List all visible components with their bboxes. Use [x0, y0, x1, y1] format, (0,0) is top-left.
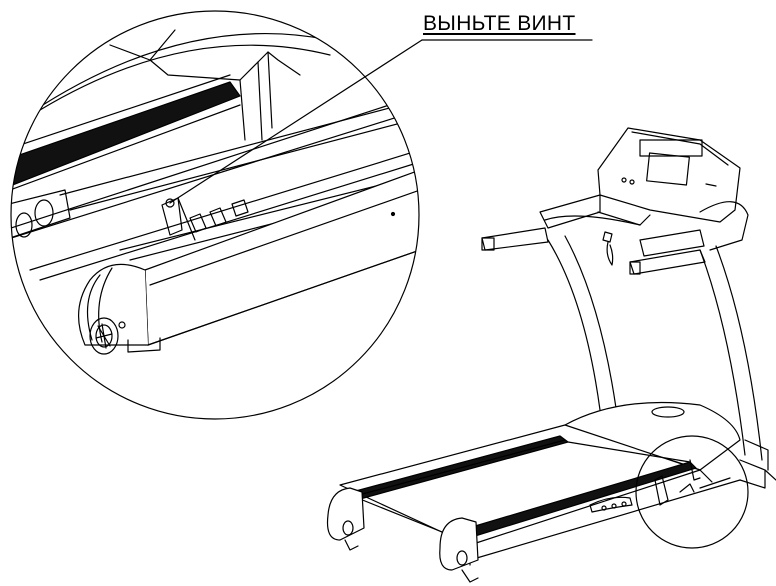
screw-callout-leader — [170, 40, 592, 203]
treadmill-illustration — [328, 128, 776, 582]
callout-label: ВЫНЬТЕ ВИНТ — [423, 12, 576, 35]
magnified-detail-circle — [5, 11, 420, 419]
